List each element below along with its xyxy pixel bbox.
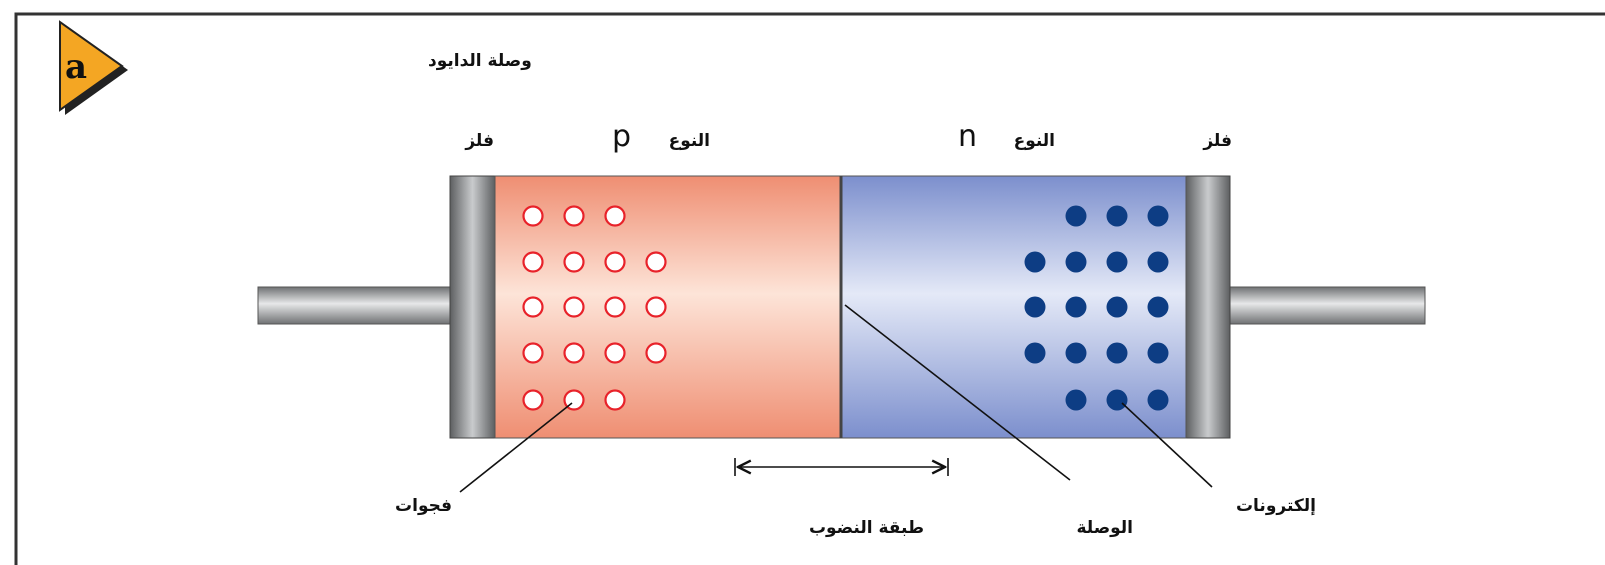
hole (604, 296, 626, 318)
hole (645, 296, 667, 318)
hole (604, 342, 626, 364)
label-p-type-letter: p (612, 119, 631, 154)
hole (604, 251, 626, 273)
hole (522, 342, 544, 364)
label-n-type: النوع n (958, 119, 1055, 154)
electron (1065, 296, 1087, 318)
label-depletion-layer: طبقة النضوب (809, 518, 924, 538)
label-metal-left: فلز (464, 131, 494, 151)
label-electrons: إلكترونات (1236, 496, 1316, 516)
left-metal-contact (449, 175, 496, 439)
hole (522, 251, 544, 273)
electron (1106, 205, 1128, 227)
electron (1106, 389, 1128, 411)
electron (1106, 296, 1128, 318)
hole (563, 296, 585, 318)
hole (645, 251, 667, 273)
electron (1106, 342, 1128, 364)
electron (1147, 296, 1169, 318)
electrons-leader-line (1121, 402, 1213, 488)
p-type-region (494, 175, 842, 439)
electrons-group (1024, 205, 1169, 411)
figure-frame (14, 12, 1605, 565)
hole (522, 296, 544, 318)
depletion-width-indicator (734, 458, 949, 476)
hole (563, 251, 585, 273)
n-type-region (840, 175, 1187, 439)
electron (1147, 342, 1169, 364)
label-p-type-word: النوع (669, 131, 710, 151)
electron (1024, 296, 1046, 318)
electron (1147, 205, 1169, 227)
label-n-type-letter: n (958, 119, 977, 154)
holes-leader-line (459, 402, 573, 493)
hole (604, 205, 626, 227)
diagram-title: وصلة الدايود (428, 51, 532, 71)
electron (1065, 342, 1087, 364)
electron (1065, 205, 1087, 227)
badge-letter: a (65, 47, 87, 87)
hole (563, 342, 585, 364)
electron (1024, 342, 1046, 364)
label-p-type: النوع p (612, 119, 710, 154)
right-lead-wire (1229, 286, 1426, 325)
hole (522, 205, 544, 227)
label-holes: فجوات (395, 496, 452, 516)
electron (1024, 251, 1046, 273)
electron (1065, 251, 1087, 273)
panel-badge: a (59, 20, 128, 115)
hole (645, 342, 667, 364)
label-junction: الوصلة (1076, 518, 1133, 538)
holes-group (522, 205, 667, 411)
hole (522, 389, 544, 411)
junction-leader-line (844, 304, 1071, 481)
electron (1106, 251, 1128, 273)
badge-arrow (59, 20, 124, 112)
electron (1147, 251, 1169, 273)
left-lead-wire (257, 286, 451, 325)
electron (1065, 389, 1087, 411)
right-metal-contact (1185, 175, 1231, 439)
label-n-type-word: النوع (1014, 131, 1055, 151)
label-metal-right: فلز (1202, 131, 1232, 151)
electron (1147, 389, 1169, 411)
hole (604, 389, 626, 411)
hole (563, 205, 585, 227)
